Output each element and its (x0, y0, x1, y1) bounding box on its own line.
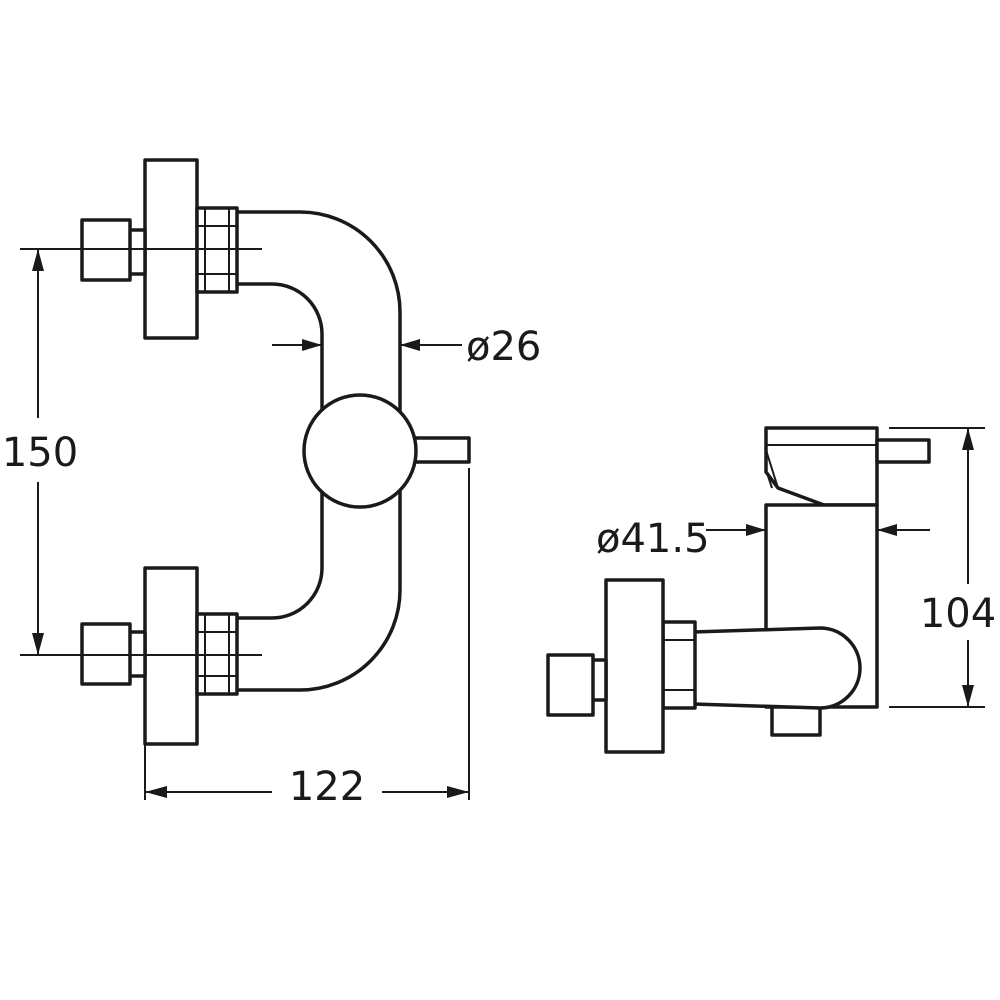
side-inlet-cap (546, 653, 595, 717)
side-view: ø41.5 104 (546, 426, 998, 754)
pipe-diameter-dimension: ø26 (272, 324, 541, 370)
center-distance-label: 150 (2, 430, 78, 476)
center-distance-dimension: 150 (2, 248, 78, 656)
pipe-diameter-label: ø26 (466, 324, 541, 370)
overall-width-dimension: 122 (144, 468, 470, 816)
mixer-body-circle (302, 393, 418, 509)
side-escutcheon (604, 578, 665, 754)
overall-height-dimension: 104 (889, 427, 998, 708)
upper-eccentric-connector (68, 158, 262, 340)
mixer-cartridge-top (764, 426, 879, 507)
body-diameter-dimension: ø41.5 (596, 516, 930, 562)
side-pipe (691, 626, 862, 710)
front-view: ø26 150 122 (2, 158, 541, 816)
bottom-outlet (770, 705, 822, 737)
body-diameter-label: ø41.5 (596, 516, 710, 562)
overall-height-label: 104 (920, 591, 996, 637)
side-nut (661, 620, 697, 710)
u-pipe (234, 210, 402, 692)
side-lever (875, 438, 931, 464)
overall-width-label: 122 (289, 764, 365, 810)
lower-eccentric-connector (68, 566, 262, 746)
